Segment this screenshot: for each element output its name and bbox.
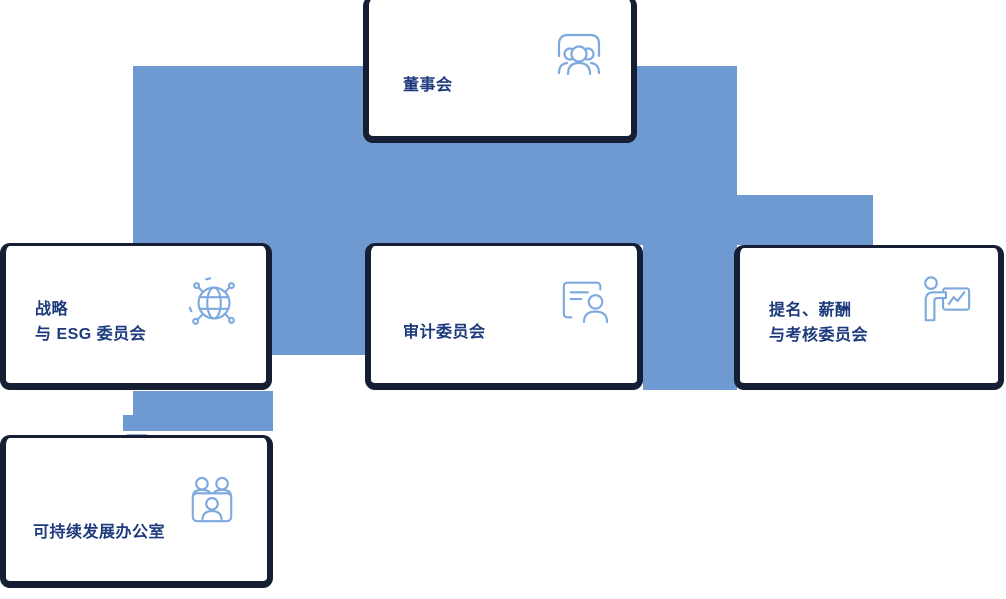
connector-down-bar-left <box>133 391 273 431</box>
globe-network-icon <box>185 274 243 332</box>
card-nomination-line2: 与考核委员会 <box>769 327 869 344</box>
card-nomination-label: 提名、薪酬 与考核委员会 <box>769 298 868 348</box>
card-sustainability-office-line1: 可持续发展办公室 <box>33 524 166 541</box>
card-strategy-esg-line2: 与 ESG 委员会 <box>35 326 147 343</box>
card-strategy-esg: 战略 与 ESG 委员会 <box>0 243 272 390</box>
card-audit: 审计委员会 <box>365 243 643 390</box>
card-strategy-esg-label: 战略 与 ESG 委员会 <box>35 297 146 347</box>
meeting-icon <box>551 27 607 75</box>
people-group-icon <box>187 474 237 526</box>
card-audit-label: 审计委员会 <box>403 320 486 345</box>
card-sustainability-office-label: 可持续发展办公室 <box>33 520 165 545</box>
card-audit-line1: 审计委员会 <box>403 324 486 341</box>
card-nomination-line1: 提名、薪酬 <box>769 302 852 319</box>
card-board-label: 董事会 <box>403 73 453 98</box>
connector-band-left-mid <box>267 243 368 355</box>
card-strategy-esg-line1: 战略 <box>35 301 69 318</box>
card-board-line1: 董事会 <box>403 77 453 94</box>
connector-column-mid-right <box>643 245 737 390</box>
connector-down-bar-notch <box>123 415 133 431</box>
card-sustainability-office: 可持续发展办公室 <box>0 435 273 588</box>
card-board: 董事会 <box>363 0 637 143</box>
id-card-icon <box>558 276 610 324</box>
card-nomination: 提名、薪酬 与考核委员会 <box>734 245 1004 390</box>
connector-arm-right <box>737 195 873 245</box>
presenter-chart-icon <box>918 274 972 326</box>
